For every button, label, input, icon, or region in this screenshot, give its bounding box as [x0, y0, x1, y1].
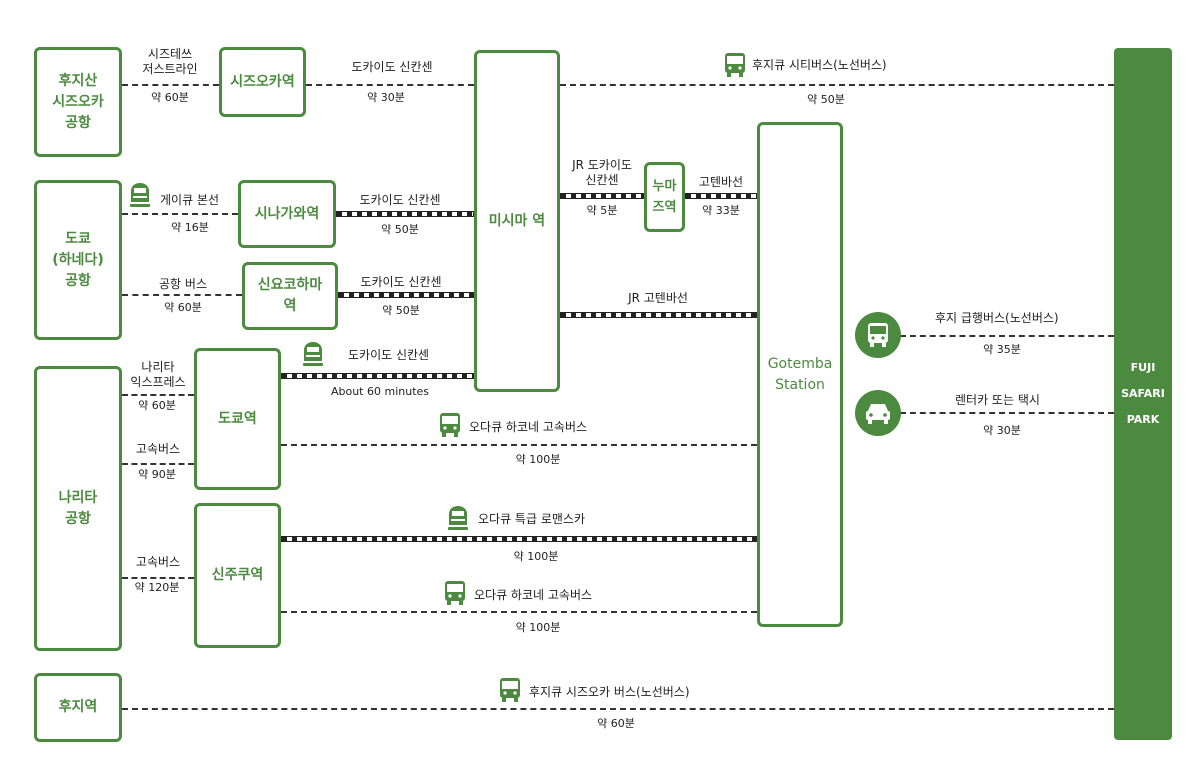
station-shizuoka[interactable]: 시즈오카역: [219, 47, 306, 117]
station-label: 누마즈역: [652, 179, 677, 215]
route-time: 약 30분: [983, 424, 1021, 437]
route-name: JR 도카이도 신칸센: [572, 158, 632, 187]
route-time: 약 30분: [367, 91, 405, 104]
bus-icon: [440, 413, 460, 437]
destination-fuji-safari-park[interactable]: FUJI SAFARI PARK: [1114, 48, 1172, 740]
route-name: 오다큐 특급 로맨스카: [478, 512, 585, 526]
train-icon: [303, 342, 323, 366]
route-name: 렌터카 또는 택시: [955, 393, 1040, 407]
station-shin-yokohama[interactable]: 신요코하마 역: [242, 262, 338, 330]
route-line: [122, 294, 242, 296]
origin-narita-airport[interactable]: 나리타 공항: [34, 366, 122, 651]
route-time: 약 16분: [171, 221, 209, 234]
station-tokyo[interactable]: 도쿄역: [194, 348, 281, 490]
route-line: [122, 213, 238, 215]
origin-haneda-airport[interactable]: 도쿄 (하네다) 공항: [34, 180, 122, 340]
origin-label: 나리타 공항: [58, 489, 98, 527]
station-shinagawa[interactable]: 시나가와역: [238, 180, 336, 248]
route-name: JR 고텐바선: [628, 291, 688, 305]
route-name: 오다큐 하코네 고속버스: [469, 420, 588, 434]
route-name: 나리타 익스프레스: [130, 360, 186, 389]
train-icon: [448, 506, 468, 530]
station-mishima[interactable]: 미시마 역: [474, 50, 560, 392]
route-time: 약 35분: [983, 343, 1021, 356]
route-name: 도카이도 신칸센: [359, 193, 441, 207]
route-name: 도카이도 신칸센: [360, 275, 442, 289]
rail-line: [281, 536, 757, 542]
station-label: Gotemba Station: [767, 355, 833, 393]
rail-line: [560, 193, 644, 199]
station-label: 신요코하마 역: [257, 277, 323, 314]
bus-icon: [500, 678, 520, 702]
route-name: 오다큐 하코네 고속버스: [474, 588, 593, 602]
rail-line: [338, 292, 474, 298]
origin-shizuoka-airport[interactable]: 후지산 시즈오카 공항: [34, 47, 122, 157]
route-time: 약 60분: [138, 399, 176, 412]
route-name: 게이큐 본선: [160, 193, 220, 207]
route-name: 고속버스: [135, 442, 181, 456]
route-time: 약 60분: [151, 91, 189, 104]
bus-icon: [725, 53, 745, 77]
route-time: 약 33분: [702, 204, 740, 217]
route-time: 약 90분: [138, 468, 176, 481]
rail-line: [281, 373, 474, 379]
bus-icon: [445, 581, 465, 605]
route-time: 약 100분: [515, 621, 561, 634]
route-name: 시즈테쓰 저스트라인: [142, 47, 198, 76]
route-time: About 60 minutes: [330, 385, 430, 398]
route-line: [122, 708, 1114, 710]
route-line: [281, 611, 757, 613]
station-label: 신주쿠역: [211, 567, 264, 583]
route-name: 고텐바선: [698, 175, 744, 189]
route-time: 약 100분: [513, 550, 559, 563]
route-name: 고속버스: [135, 555, 181, 569]
rail-line: [336, 211, 474, 217]
route-time: 약 60분: [597, 717, 635, 730]
route-time: 약 120분: [134, 581, 180, 594]
origin-fuji-station[interactable]: 후지역: [34, 673, 122, 742]
route-time: 약 50분: [381, 223, 419, 236]
route-time: 약 50분: [382, 304, 420, 317]
destination-label: FUJI SAFARI PARK: [1121, 361, 1165, 426]
route-name: 후지큐 시즈오카 버스(노선버스): [529, 685, 690, 699]
train-icon: [130, 183, 150, 207]
station-label: 시나가와역: [254, 205, 320, 222]
rail-line: [685, 193, 757, 199]
origin-label: 후지역: [58, 699, 98, 715]
route-name: 공항 버스: [159, 277, 207, 291]
route-time: 약 100분: [515, 453, 561, 466]
route-line: [560, 84, 1114, 86]
car-circle-icon: [855, 390, 901, 436]
station-label: 미시마 역: [488, 212, 546, 229]
origin-label: 도쿄 (하네다) 공항: [52, 230, 104, 289]
route-time: 약 50분: [807, 93, 845, 106]
route-line: [122, 394, 194, 396]
route-time: 약 60분: [164, 301, 202, 314]
route-name: 후지큐 시티버스(노선버스): [752, 58, 887, 72]
route-line: [122, 577, 194, 579]
station-label: 도쿄역: [218, 410, 257, 427]
route-line: [306, 84, 474, 86]
route-name: 도카이도 신칸센: [348, 348, 430, 362]
station-label: 시즈오카역: [230, 73, 295, 90]
station-gotemba[interactable]: Gotemba Station: [757, 122, 843, 627]
route-line: [122, 463, 194, 465]
route-line: [900, 335, 1114, 337]
origin-label: 후지산 시즈오카 공항: [52, 72, 104, 131]
route-line: [122, 84, 219, 86]
bus-circle-icon: [855, 312, 901, 358]
route-name: 후지 급행버스(노선버스): [935, 311, 1059, 325]
station-shinjuku[interactable]: 신주쿠역: [194, 503, 281, 648]
route-name: 도카이도 신칸센: [351, 60, 433, 74]
route-line: [900, 412, 1114, 414]
station-numazu[interactable]: 누마즈역: [644, 162, 685, 232]
route-line: [281, 444, 757, 446]
rail-line: [560, 312, 757, 318]
route-time: 약 5분: [586, 204, 618, 217]
